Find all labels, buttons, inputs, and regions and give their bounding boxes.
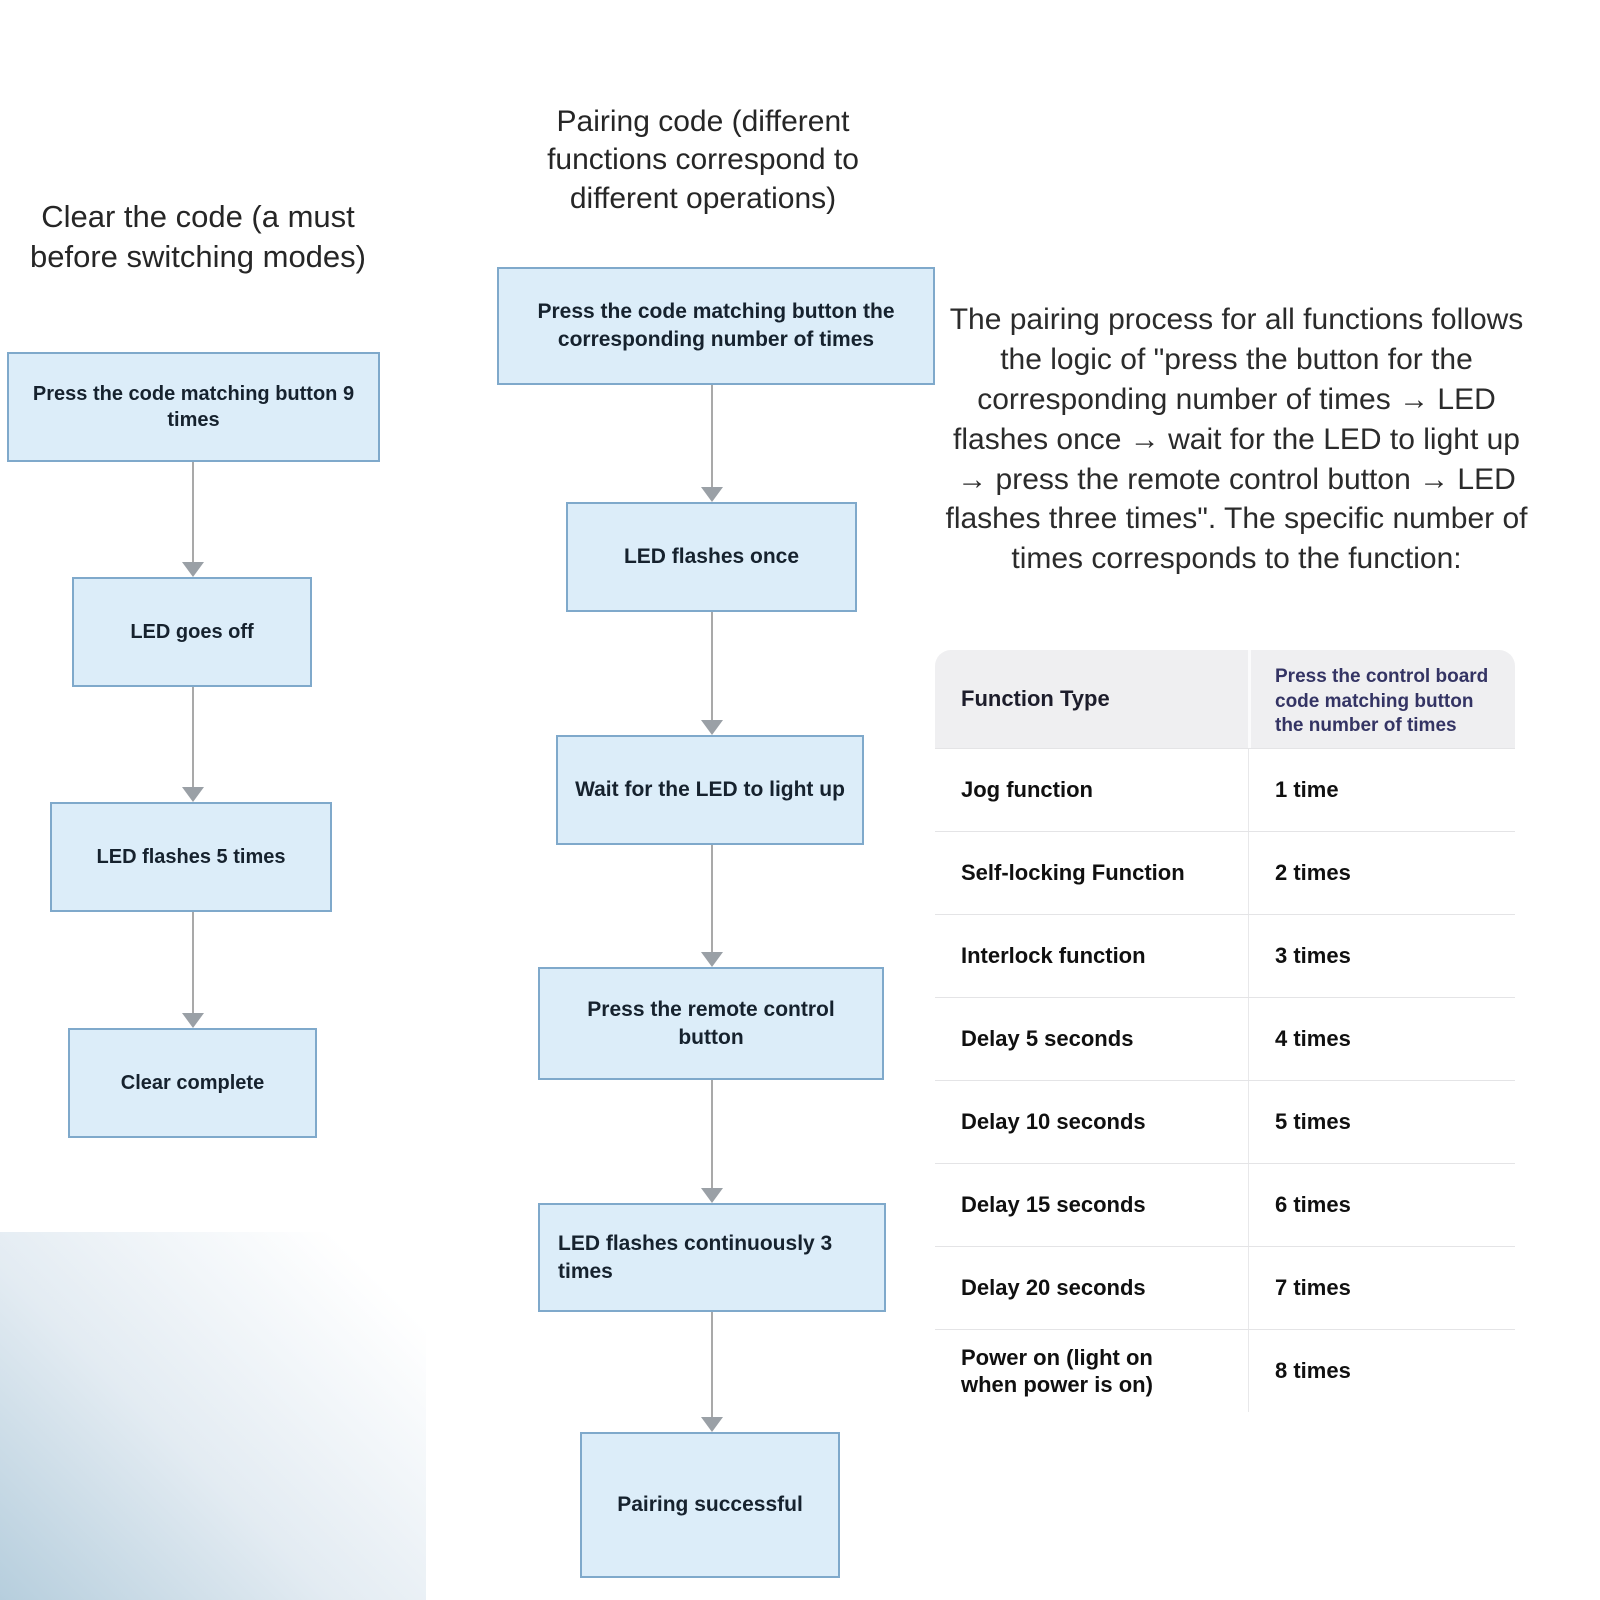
table-row: Self-locking Function 2 times	[935, 831, 1515, 914]
middle-flow-step-6-label: Pairing successful	[617, 1493, 803, 1517]
table-row: Delay 20 seconds 7 times	[935, 1246, 1515, 1329]
flow-arrow-icon	[701, 1312, 723, 1432]
middle-flow-step-5: LED flashes continuously 3 times	[538, 1203, 886, 1312]
left-flow-step-4: Clear complete	[68, 1028, 317, 1138]
left-flow-title: Clear the code (a must before switching …	[30, 199, 366, 274]
function-cell: Delay 5 seconds	[961, 1026, 1134, 1052]
function-cell: Delay 10 seconds	[961, 1109, 1146, 1135]
middle-flow-title: Pairing code (different functions corres…	[547, 105, 859, 215]
times-cell: 2 times	[1248, 832, 1515, 914]
flow-arrow-icon	[182, 462, 204, 577]
middle-flow-step-5-label: LED flashes continuously 3 times	[558, 1231, 833, 1283]
left-flow-step-2: LED goes off	[72, 577, 312, 687]
middle-flow-step-6: Pairing successful	[580, 1432, 840, 1578]
middle-flow-step-4-label: Press the remote control button	[587, 997, 835, 1049]
pairing-description: The pairing process for all functions fo…	[945, 303, 1528, 576]
function-cell: Delay 15 seconds	[961, 1192, 1146, 1218]
times-cell: 5 times	[1248, 1081, 1515, 1163]
left-flow-step-1-label: Press the code matching button 9 times	[32, 382, 355, 431]
middle-flow-step-4: Press the remote control button	[538, 967, 884, 1080]
left-flow-step-2-label: LED goes off	[130, 620, 254, 643]
function-cell: Self-locking Function	[961, 860, 1185, 886]
times-cell: 8 times	[1248, 1330, 1515, 1412]
flow-arrow-icon	[701, 385, 723, 502]
table-header-function-type: Function Type	[935, 650, 1248, 748]
function-cell: Jog function	[961, 777, 1093, 803]
middle-flow-step-1-label: Press the code matching button the corre…	[537, 300, 895, 351]
table-header-row: Function Type Press the control board co…	[935, 650, 1515, 748]
table-header-press-times: Press the control board code matching bu…	[1248, 650, 1515, 748]
flow-arrow-icon	[182, 912, 204, 1028]
left-flow-step-1: Press the code matching button 9 times	[7, 352, 380, 462]
middle-flow-step-2: LED flashes once	[566, 502, 857, 612]
flow-arrow-icon	[701, 612, 723, 735]
table-row: Delay 10 seconds 5 times	[935, 1080, 1515, 1163]
flow-arrow-icon	[182, 687, 204, 802]
times-cell: 4 times	[1248, 998, 1515, 1080]
left-flow-step-4-label: Clear complete	[120, 1071, 265, 1094]
middle-flow-step-3: Wait for the LED to light up	[556, 735, 864, 845]
function-cell: Interlock function	[961, 943, 1146, 969]
left-flow-step-3: LED flashes 5 times	[50, 802, 332, 912]
times-cell: 6 times	[1248, 1164, 1515, 1246]
table-row: Interlock function 3 times	[935, 914, 1515, 997]
times-cell: 1 time	[1248, 749, 1515, 831]
times-cell: 7 times	[1248, 1247, 1515, 1329]
table-row: Power on (light on when power is on) 8 t…	[935, 1329, 1515, 1412]
table-row: Delay 15 seconds 6 times	[935, 1163, 1515, 1246]
left-flow-step-3-label: LED flashes 5 times	[96, 845, 286, 868]
middle-flow-step-1: Press the code matching button the corre…	[497, 267, 935, 385]
flow-arrow-icon	[701, 845, 723, 967]
middle-flow-step-2-label: LED flashes once	[623, 545, 800, 569]
background-gradient	[0, 1232, 426, 1600]
flow-arrow-icon	[701, 1080, 723, 1203]
middle-flow-step-3-label: Wait for the LED to light up	[575, 778, 845, 802]
function-cell: Power on (light on when power is on)	[961, 1344, 1153, 1398]
function-times-table: Function Type Press the control board co…	[935, 650, 1515, 1412]
table-row: Jog function 1 time	[935, 748, 1515, 831]
function-cell: Delay 20 seconds	[961, 1275, 1146, 1301]
table-row: Delay 5 seconds 4 times	[935, 997, 1515, 1080]
times-cell: 3 times	[1248, 915, 1515, 997]
